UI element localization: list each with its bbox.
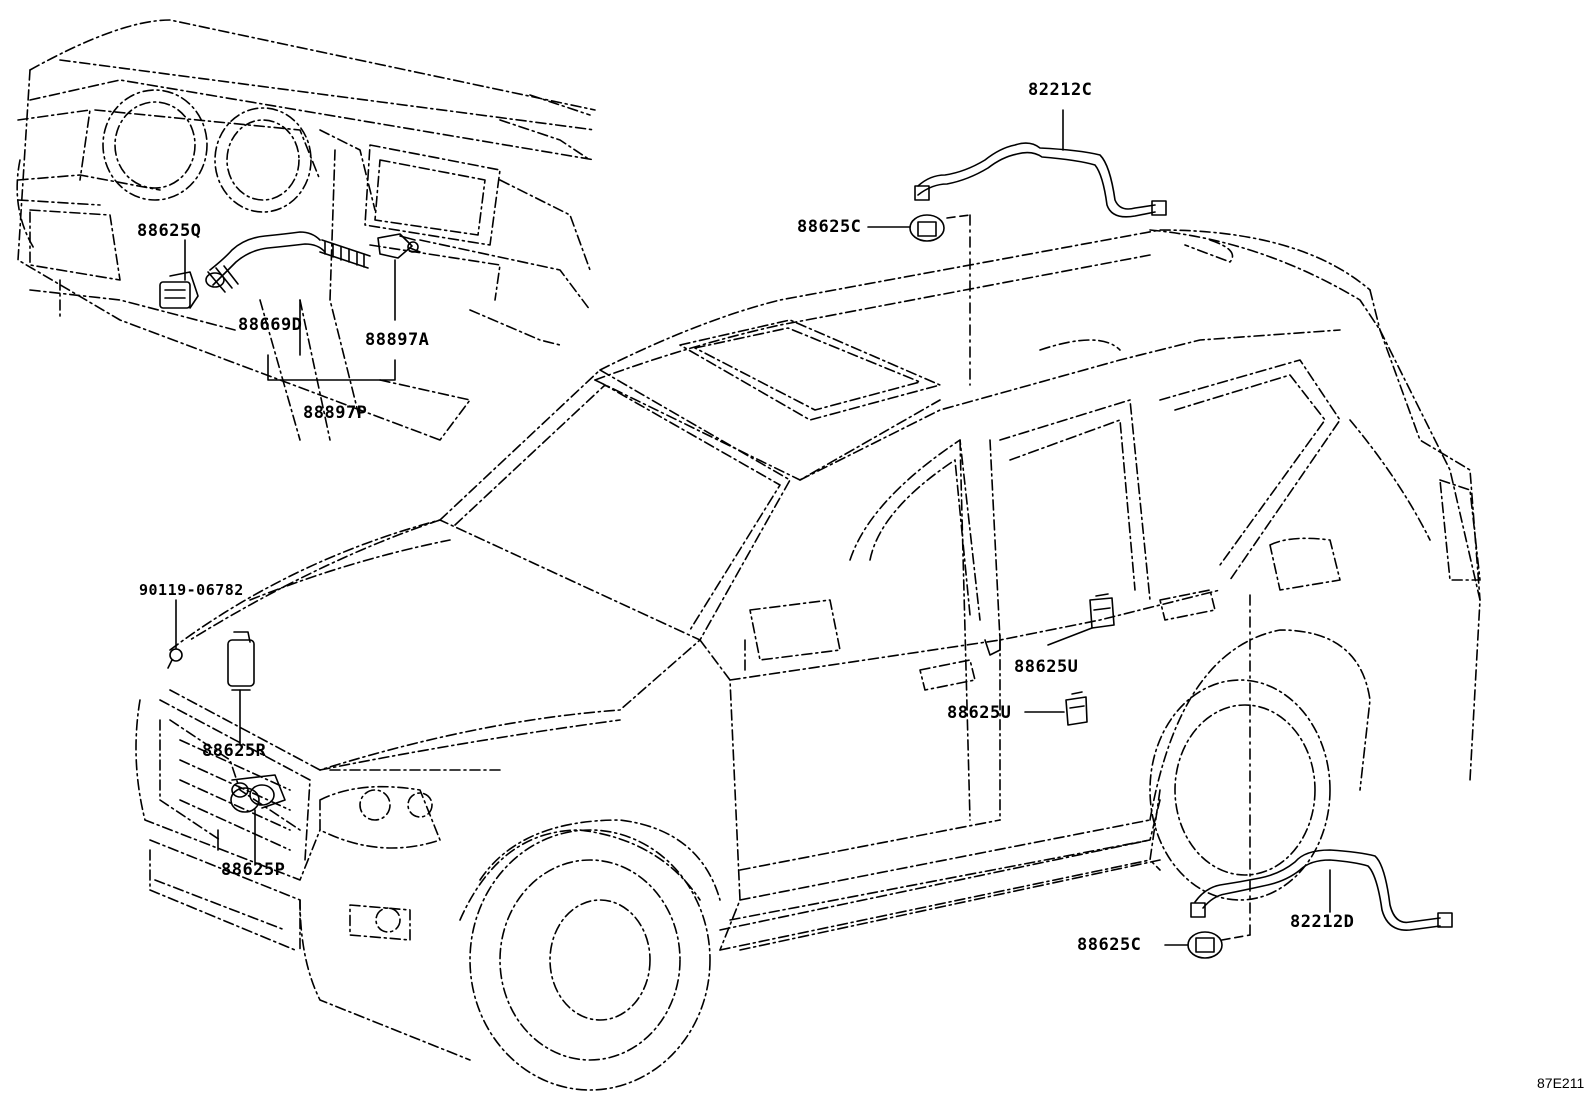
vehicle-body xyxy=(135,229,1481,1091)
sensor-parts xyxy=(167,109,1453,959)
part-label-90119-06782: 90119-06782 xyxy=(139,581,244,599)
inset-parts xyxy=(159,231,421,381)
part-label-88625u-lower: 88625U xyxy=(947,703,1012,723)
part-label-82212c: 82212C xyxy=(1028,80,1093,100)
part-label-88625c-bottom: 88625C xyxy=(1077,935,1142,955)
part-label-88897a: 88897A xyxy=(365,330,430,350)
part-label-88625c-top: 88625C xyxy=(797,217,862,237)
part-label-88625q: 88625Q xyxy=(137,221,202,241)
part-label-88669d: 88669D xyxy=(238,315,303,335)
part-label-88625p: 88625P xyxy=(221,860,286,880)
part-label-88625r: 88625R xyxy=(202,741,267,761)
part-label-88625u-upper: 88625U xyxy=(1014,657,1079,677)
reference-code: 87E211 xyxy=(1537,1075,1585,1091)
part-label-88897p: 88897P xyxy=(303,403,368,423)
part-label-82212d: 82212D xyxy=(1290,912,1355,932)
dashboard-inset xyxy=(16,19,596,441)
